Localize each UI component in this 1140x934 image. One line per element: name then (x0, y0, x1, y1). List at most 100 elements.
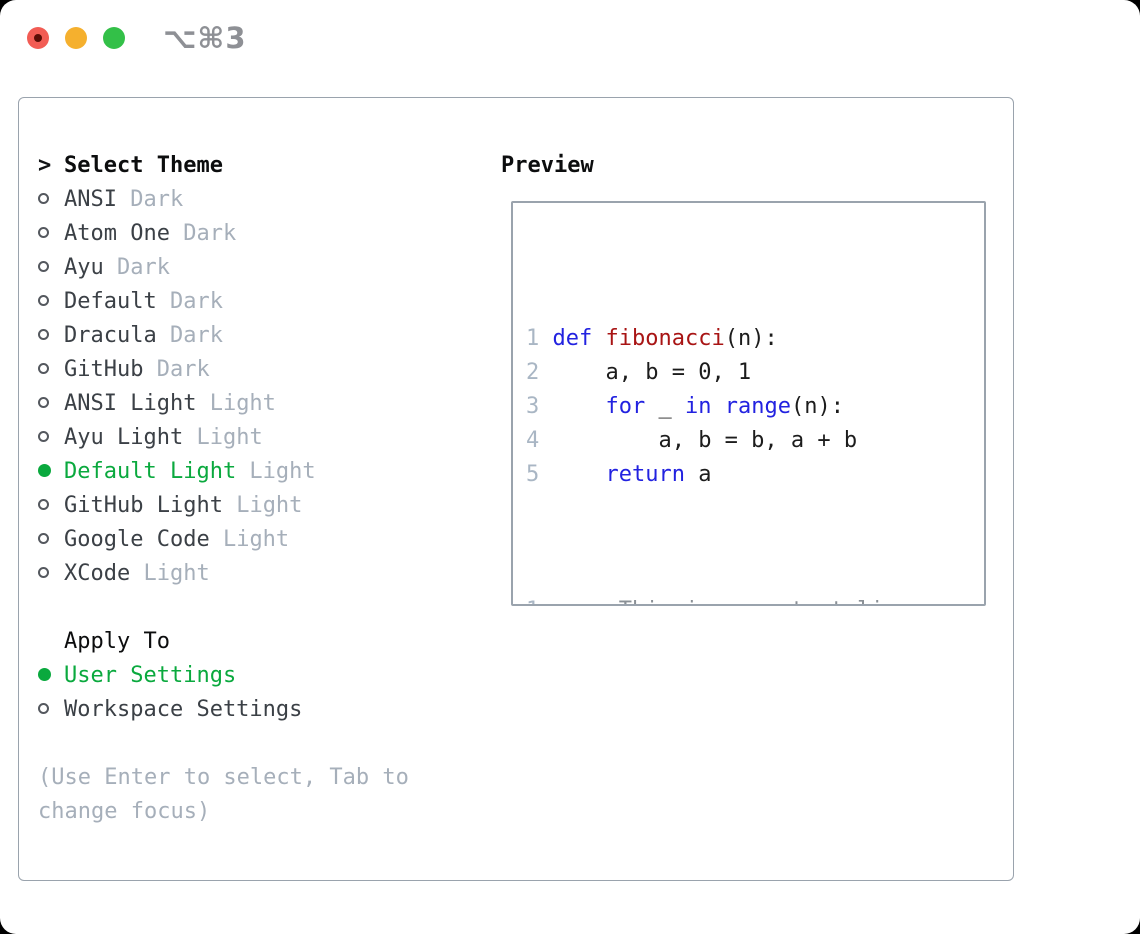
code-token (553, 462, 606, 487)
line-number: 2 (526, 360, 553, 385)
theme-item-label: GitHub Light (64, 493, 223, 518)
theme-item-ansi[interactable]: ANSI Dark (38, 183, 493, 217)
radio-selected-icon (38, 659, 64, 693)
theme-item-label: Atom One (64, 221, 170, 246)
theme-item-default[interactable]: Default Dark (38, 285, 493, 319)
code-token: return (605, 462, 685, 487)
apply-option-workspace-settings[interactable]: Workspace Settings (38, 693, 493, 727)
focus-dot-icon (34, 34, 42, 42)
radio-unselected-icon (38, 557, 64, 591)
theme-item-variant: Light (196, 391, 276, 416)
theme-item-label: Ayu (64, 255, 104, 280)
radio-unselected-icon (38, 421, 64, 455)
theme-item-variant: Dark (169, 221, 237, 246)
code-line: 5 return a (526, 458, 984, 492)
theme-item-xcode[interactable]: XCode Light (38, 557, 493, 591)
radio-unselected-icon (38, 523, 64, 557)
code-token: (n): (790, 394, 844, 419)
code-token: in (684, 394, 712, 419)
radio-unselected-icon (38, 693, 64, 727)
maximize-button[interactable] (103, 27, 125, 49)
theme-item-variant: Dark (103, 255, 170, 280)
code-line: 2 a, b = 0, 1 (526, 356, 984, 390)
preview-title: Preview (501, 153, 594, 178)
code-token (592, 326, 605, 351)
theme-item-ansi-light[interactable]: ANSI Light Light (38, 387, 493, 421)
theme-item-label: Default (64, 289, 157, 314)
focus-caret: > (38, 153, 52, 178)
theme-picker-header: > Select Theme (38, 149, 493, 183)
apply-to-header: Apply To (38, 625, 493, 659)
diff-line-context: 1 This is a context line. (526, 594, 984, 604)
code-line: 4 a, b = b, a + b (526, 424, 984, 458)
code-token: (n): (724, 326, 778, 351)
theme-picker-title: Select Theme (64, 153, 223, 178)
radio-unselected-icon (38, 319, 64, 353)
theme-item-label: Ayu Light (64, 425, 184, 450)
radio-unselected-icon (38, 285, 64, 319)
theme-item-default-light[interactable]: Default Light Light (38, 455, 493, 489)
traffic-lights (27, 27, 125, 49)
code-token: a (684, 462, 712, 487)
code-token: a, b = b, a + b (552, 428, 858, 453)
theme-item-label: XCode (64, 561, 131, 586)
code-token: def (552, 326, 593, 351)
theme-item-ayu[interactable]: Ayu Dark (38, 251, 493, 285)
close-button[interactable] (27, 27, 49, 49)
theme-item-variant: Dark (156, 289, 223, 314)
theme-item-label: ANSI Light (64, 391, 197, 416)
radio-unselected-icon (38, 183, 64, 217)
code-token (711, 394, 724, 419)
theme-item-google-code[interactable]: Google Code Light (38, 523, 493, 557)
theme-item-atom-one[interactable]: Atom One Dark (38, 217, 493, 251)
theme-item-variant: Dark (116, 187, 184, 212)
code-line: 3 for _ in range(n): (526, 390, 984, 424)
code-token: range (724, 394, 791, 419)
code-token: _ (645, 394, 685, 419)
apply-option-user-settings[interactable]: User Settings (38, 659, 493, 693)
hint-text: (Use Enter to select, Tab to change focu… (38, 765, 409, 824)
line-number: 3 (526, 394, 553, 419)
theme-item-dracula[interactable]: Dracula Dark (38, 319, 493, 353)
titlebar: ⌥⌘3 (0, 0, 1140, 76)
theme-item-github[interactable]: GitHub Dark (38, 353, 493, 387)
diff-block: 1 This is a context line.2 - This line w… (526, 594, 984, 604)
code-token (553, 394, 606, 419)
theme-item-ayu-light[interactable]: Ayu Light Light (38, 421, 493, 455)
theme-item-label: Default Light (64, 459, 237, 484)
radio-selected-icon (38, 455, 64, 489)
window-title: ⌥⌘3 (163, 21, 247, 55)
theme-item-github-light[interactable]: GitHub Light Light (38, 489, 493, 523)
theme-item-variant: Light (183, 425, 263, 450)
code-token: fibonacci (605, 326, 725, 351)
theme-item-label: Google Code (64, 527, 210, 552)
theme-item-label: GitHub (64, 357, 144, 382)
apply-option-label: User Settings (64, 663, 237, 688)
theme-item-variant: Light (209, 527, 290, 552)
theme-item-label: Dracula (64, 323, 157, 348)
theme-item-label: ANSI (64, 187, 117, 212)
apply-option-label: Workspace Settings (64, 697, 303, 722)
radio-unselected-icon (38, 353, 64, 387)
code-line: 1 def fibonacci(n): (526, 322, 984, 356)
radio-unselected-icon (38, 489, 64, 523)
radio-unselected-icon (38, 251, 64, 285)
theme-item-variant: Light (236, 459, 316, 484)
apply-to-title: Apply To (64, 629, 170, 654)
theme-item-variant: Light (222, 493, 303, 518)
diff-text: This is a context line. (592, 598, 924, 604)
minimize-button[interactable] (65, 27, 87, 49)
line-number: 1 (526, 326, 553, 351)
theme-item-variant: Dark (156, 323, 223, 348)
line-number: 5 (526, 462, 553, 487)
line-number: 1 (526, 598, 592, 604)
